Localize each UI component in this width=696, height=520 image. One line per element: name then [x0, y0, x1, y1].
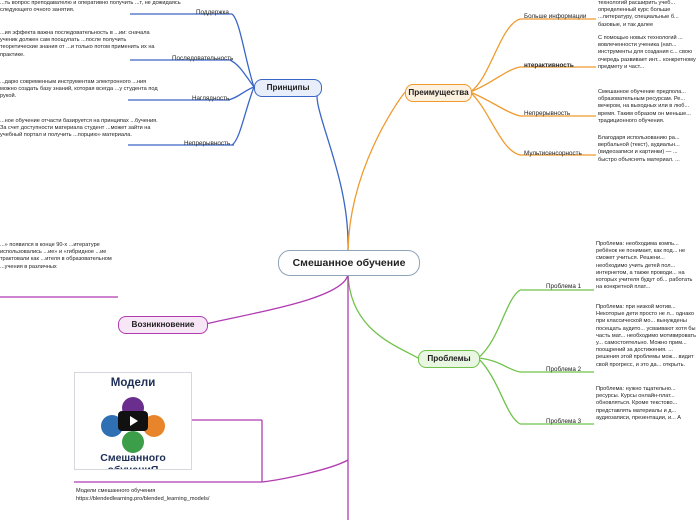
advantage-continuity-text: Смешанное обучение предпола... образоват… — [598, 89, 691, 124]
model-circle-orange — [143, 415, 165, 437]
model-circle-blue — [101, 415, 123, 437]
model-circle-green — [122, 431, 144, 453]
caption-link[interactable]: https://blendedlearning.pro/blended_lear… — [76, 495, 210, 502]
problem-1[interactable]: Проблема 1 — [546, 283, 582, 290]
problem-2-text: Проблема: при низкой мотив... Некоторые … — [596, 304, 696, 368]
branch-problems[interactable]: Проблемы — [418, 350, 480, 368]
image-title-top: Модели — [110, 377, 156, 389]
principle-visibility-text: ...дарю современным инструментам электро… — [0, 79, 158, 100]
central-topic[interactable]: Смешанное обучение — [278, 250, 420, 276]
branch-principles[interactable]: Принципы — [254, 79, 322, 97]
problem-1-text: Проблема: необходима компь... ребёнок не… — [596, 241, 693, 291]
principle-support[interactable]: Поддержка — [196, 9, 229, 16]
blended-learning-models-image[interactable]: Модели Смешанного обучениЯ — [74, 372, 192, 470]
image-caption[interactable]: Модели смешанного обучения https://blend… — [76, 488, 209, 503]
play-icon[interactable] — [118, 411, 148, 431]
principle-continuity-text: ...ное обучение отчасти базируется на пр… — [0, 118, 158, 139]
advantage-interactivity[interactable]: нтерактивность — [524, 62, 574, 69]
principle-visibility[interactable]: Наглядность — [192, 95, 230, 102]
problem-3-text: Проблема: нужно тщательно... ресурсы. Ку… — [596, 386, 682, 421]
branch-origin[interactable]: Возникновение — [118, 316, 208, 334]
image-title-bottom: Смешанного обучениЯ — [100, 452, 166, 470]
principle-sequence-text: ...ия эффекта важна последовательность в… — [0, 30, 155, 58]
problem-2[interactable]: Проблема 2 — [546, 366, 582, 373]
advantage-multisensory-text: Благодаря использованию ра... вербальной… — [598, 135, 680, 163]
principle-support-text: ...ть вопрос преподавателю и оперативно … — [0, 0, 181, 14]
advantage-more-info[interactable]: Больше информации — [524, 13, 587, 20]
problem-3[interactable]: Проблема 3 — [546, 418, 582, 425]
advantage-continuity[interactable]: Непрерывность — [524, 110, 571, 117]
principle-continuity[interactable]: Непрерывность — [184, 140, 231, 147]
branch-advantages[interactable]: Преимущества — [405, 84, 472, 102]
principle-sequence[interactable]: Последовательность — [172, 55, 234, 62]
advantage-interactivity-text: С помощью новых технологий ... вовлеченн… — [598, 35, 696, 70]
advantage-more-info-text: технологий расширить учеб... определенны… — [598, 0, 679, 28]
caption-title: Модели смешанного обучения — [76, 488, 156, 494]
advantage-multisensory[interactable]: Мультисенсорность — [524, 150, 582, 157]
origin-text: ...» появился в конце 90-х ...итературе … — [0, 242, 112, 270]
